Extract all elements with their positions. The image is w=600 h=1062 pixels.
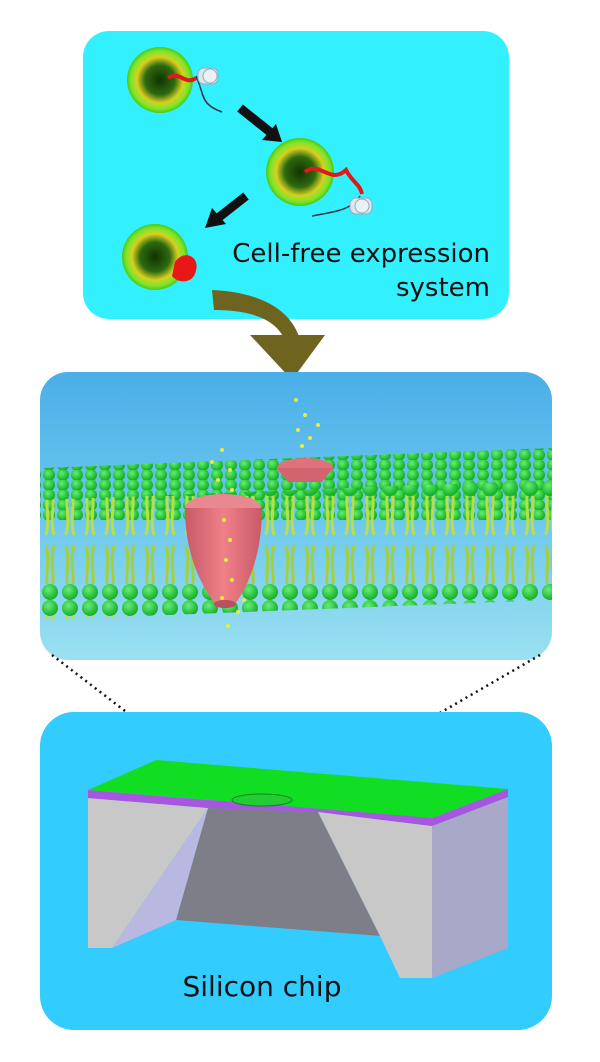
silicon-chip-label: Silicon chip — [183, 970, 342, 1003]
vesicle-3 — [122, 224, 197, 290]
ion-channel — [185, 494, 262, 608]
cell-free-expression-panel: Cell-free expression system — [83, 31, 509, 319]
membrane-panel — [40, 372, 552, 660]
ions — [210, 398, 320, 628]
silicon-chip-panel: Silicon chip — [40, 712, 552, 1030]
cell-free-label-line1: Cell-free expression — [232, 239, 490, 269]
curved-arrow — [212, 290, 325, 380]
silicon-chip — [88, 760, 508, 978]
vesicle-2 — [266, 138, 373, 217]
arrow-down-right — [237, 104, 282, 142]
arrow-down-left — [205, 192, 249, 228]
cell-free-label-line2: system — [396, 273, 490, 303]
vesicle-1 — [127, 47, 223, 113]
